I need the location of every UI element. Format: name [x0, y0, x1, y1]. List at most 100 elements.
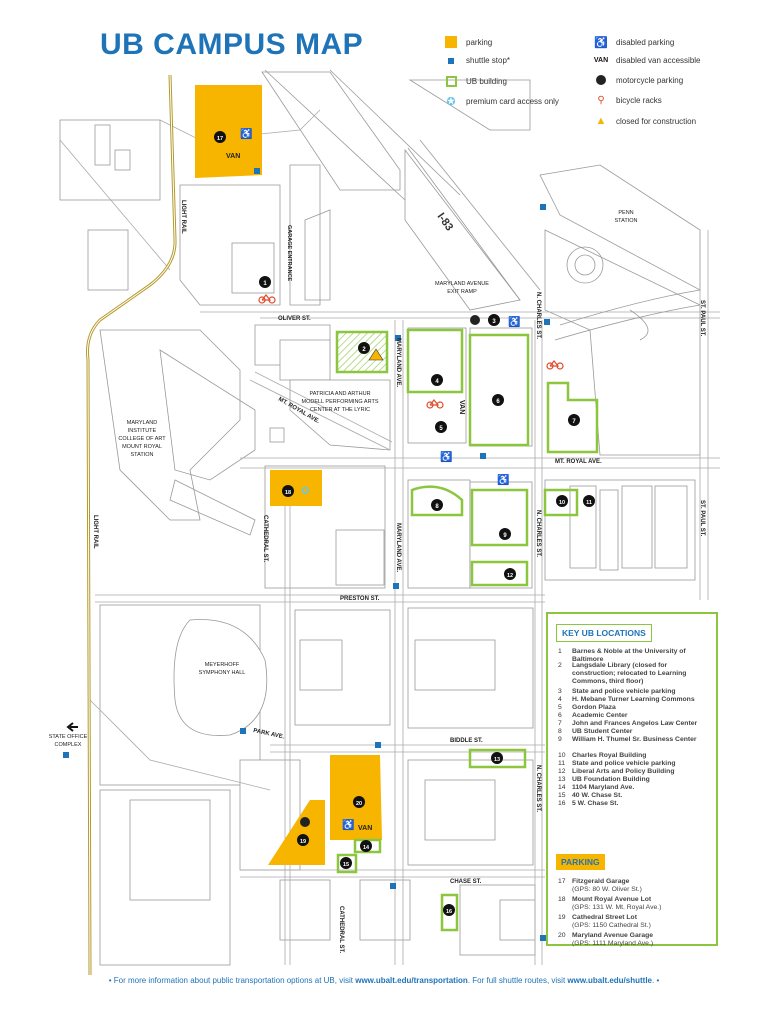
svg-text:4: 4 [435, 379, 439, 385]
charles-st-mid-label: N. CHARLES ST. [535, 510, 541, 557]
parking-gps: (GPS: 80 W. Oliver St.) [572, 886, 642, 894]
svg-text:MARYLAND: MARYLAND [127, 420, 157, 426]
biddle-st-label: BIDDLE ST. [450, 738, 483, 744]
bicycle-racks [258, 294, 564, 409]
marker-20: 20 [353, 796, 365, 808]
legend-motorcycle: motorcycle parking [590, 75, 683, 85]
marker-17: 17 [214, 131, 226, 143]
marker-14: 14 [360, 840, 372, 852]
oliver-st-label: OLIVER ST. [278, 316, 311, 322]
shuttle-link[interactable]: www.ubalt.edu/shuttle [567, 976, 652, 985]
key-location-text: Academic Center [572, 712, 628, 719]
construction-warning-icon [368, 348, 384, 361]
bicycle-icon: ⚲ [597, 95, 605, 106]
key-location-text: H. Mebane Turner Learning Commons [572, 696, 695, 703]
page-title: UB CAMPUS MAP [100, 28, 364, 61]
parking-number: 20 [558, 932, 566, 939]
charles-st-top-label: N. CHARLES ST. [535, 292, 541, 339]
parking-name: Fitzgerald Garage [572, 878, 630, 885]
key-location-text: William H. Thumel Sr. Business Center [572, 736, 697, 743]
parking-18 [270, 470, 322, 506]
key-location-text: UB Student Center [572, 728, 633, 735]
svg-text:♿: ♿ [240, 127, 252, 140]
warning-icon: ▲ [595, 115, 607, 127]
key-location-number: 5 [558, 704, 562, 711]
key-location-number: 10 [558, 752, 566, 759]
svg-text:7: 7 [572, 419, 576, 425]
parking-name: Maryland Avenue Garage [572, 932, 654, 939]
key-location-text: Barnes & Noble at the University of Balt… [572, 648, 686, 664]
key-location-text: Liberal Arts and Policy Building [572, 768, 675, 775]
key-location-number: 1 [558, 648, 562, 655]
marker-5: 5 [435, 421, 447, 433]
svg-text:9: 9 [503, 533, 507, 539]
key-location-number: 6 [558, 712, 562, 719]
parking-heading: PARKING [556, 854, 605, 870]
marker-11: 11 [583, 495, 595, 507]
key-location-text: UB Foundation Building [572, 776, 650, 783]
svg-text:♿: ♿ [342, 818, 354, 831]
place-labels: PENN STATION MARYLAND AVENUE EXIT RAMP P… [49, 210, 638, 748]
marker-8: 8 [431, 499, 443, 511]
key-location-text: 1104 Maryland Ave. [572, 784, 635, 791]
st-paul-st-mid-label: ST. PAUL ST. [699, 500, 705, 537]
svg-text:MODELL PERFORMING ARTS: MODELL PERFORMING ARTS [301, 399, 378, 405]
marker-6: 6 [492, 394, 504, 406]
marker-16: 16 [443, 904, 455, 916]
svg-text:18: 18 [285, 490, 291, 496]
city-blocks [59, 71, 701, 966]
maryland-ave-mid-label: MARYLAND AVE. [395, 523, 401, 572]
key-location-text: 40 W. Chase St. [572, 792, 623, 799]
preston-st-label: PRESTON ST. [340, 596, 380, 602]
key-location-text: Gordon Plaza [572, 704, 616, 711]
premium-star-icon: ✪ [301, 486, 309, 497]
key-location-number: 14 [558, 784, 566, 791]
garage-entrance-label: GARAGE ENTRANCE [286, 225, 292, 282]
motorcycle-icon [596, 75, 606, 85]
marker-4: 4 [431, 374, 443, 386]
key-location-item: 6 Academic Center [558, 712, 710, 720]
marker-19: 19 [297, 834, 309, 846]
key-location-item: 12 Liberal Arts and Policy Building [558, 768, 710, 776]
parking-name: Mount Royal Avenue Lot [572, 896, 652, 903]
svg-text:11: 11 [586, 500, 592, 506]
svg-text:COMPLEX: COMPLEX [55, 742, 82, 748]
key-location-number: 12 [558, 768, 566, 775]
svg-text:3: 3 [492, 319, 496, 325]
van-symbol: VAN [593, 57, 609, 64]
key-location-text: State and police vehicle parking [572, 688, 676, 695]
highway-i83: I-83 [264, 69, 701, 341]
footer-note: • For more information about public tran… [108, 976, 660, 985]
svg-text:♿: ♿ [508, 315, 520, 328]
shuttle-stop-swatch [448, 57, 454, 64]
parking-gps: (GPS: 1111 Maryland Ave.) [572, 940, 654, 948]
svg-text:PENN: PENN [618, 210, 633, 216]
marker-13: 13 [491, 752, 503, 764]
svg-text:PATRICIA AND ARTHUR: PATRICIA AND ARTHUR [309, 391, 370, 397]
motorcycle-parking [300, 315, 480, 827]
svg-text:20: 20 [356, 801, 362, 807]
wheelchair-icon: ♿ [594, 37, 608, 49]
svg-text:17: 17 [217, 136, 223, 142]
chase-st-label: CHASE ST. [450, 879, 482, 885]
mt-royal-ave-label: MT. ROYAL AVE. [555, 459, 602, 465]
parking-number: 18 [558, 896, 566, 903]
location-markers: 1 2 3 4 5 6 7 8 9 10 11 12 13 14 15 16 1… [214, 131, 595, 916]
ub-building-swatch [445, 76, 457, 87]
transportation-link[interactable]: www.ubalt.edu/transportation [355, 976, 468, 985]
key-location-text: 5 W. Chase St. [572, 800, 619, 807]
van-label-20: VAN [358, 825, 372, 832]
key-location-text: Charles Royal Building [572, 752, 647, 759]
svg-text:INSTITUTE: INSTITUTE [128, 428, 157, 434]
parking-item: 20 Maryland Avenue Garage(GPS: 1111 Maryl… [558, 932, 710, 948]
